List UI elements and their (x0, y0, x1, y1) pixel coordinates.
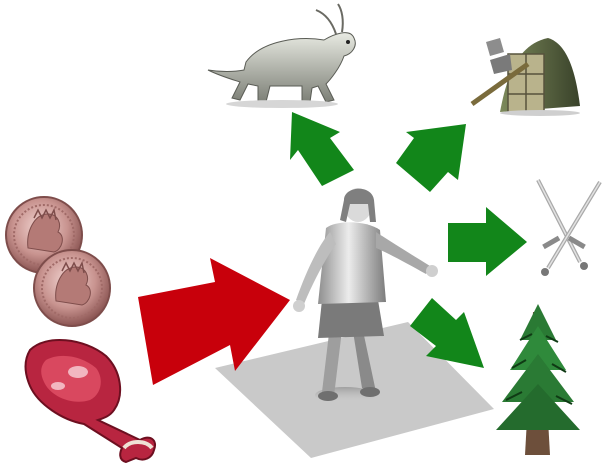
pine-tree-icon (496, 304, 580, 455)
output-arrow-up-right (396, 124, 466, 192)
meat-icon (26, 340, 156, 462)
crossed-swords-icon (538, 180, 600, 276)
output-arrow-right (448, 207, 527, 276)
gold-coin-icon-second (34, 250, 110, 326)
goat-animal-icon (208, 4, 355, 108)
mining-camp-icon (472, 38, 580, 116)
output-arrow-up (290, 112, 354, 186)
